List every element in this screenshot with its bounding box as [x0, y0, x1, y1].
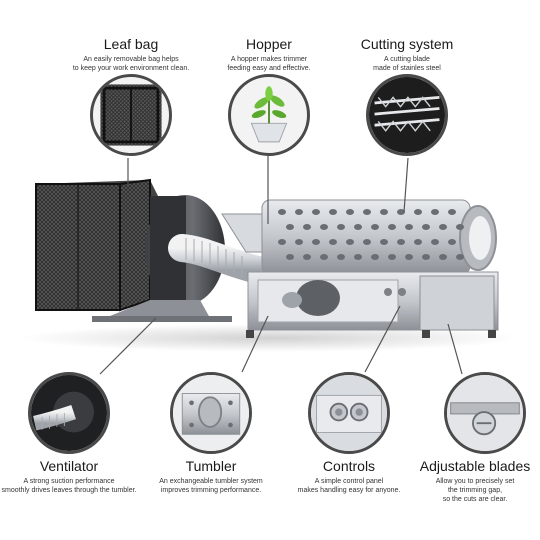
tumbler-hole: [371, 254, 379, 260]
tumbler-hole: [439, 254, 447, 260]
tumbler-hole: [337, 224, 345, 230]
tumbler-hole: [448, 239, 456, 245]
tumbler-hole: [456, 254, 464, 260]
tumbler-hole: [380, 209, 388, 215]
cutting-system-title: Cutting system: [360, 36, 454, 52]
base-frame: [246, 271, 499, 338]
cutting-system-desc-line-1: A cutting blade: [384, 56, 430, 63]
tumbler-hole: [295, 239, 303, 245]
adjustable-blades-callout: Adjustable blades Allow you to precisely…: [410, 458, 540, 504]
cutting-system-desc-line-2: made of stainles steel: [373, 65, 441, 72]
tumbler-hole: [286, 224, 294, 230]
leaf-bag-desc-line-2: to keep your work environment clean.: [72, 65, 190, 72]
ventilator-desc-line-2: smoothly drives leaves through the tumbl…: [1, 487, 137, 494]
tumbler-hole: [405, 254, 413, 260]
tumbler-hole: [397, 239, 405, 245]
tumbler-desc-line-2: improves trimming performance.: [160, 487, 262, 494]
tumbler-drum-icon: [170, 372, 252, 454]
tumbler-hole: [329, 209, 337, 215]
hopper-desc-line-2: feeding easy and effective.: [227, 65, 311, 72]
tumbler-hole: [431, 239, 439, 245]
controls-desc-line-2: makes handling easy for anyone.: [297, 487, 401, 494]
tumbler-hole: [456, 224, 464, 230]
tumbler-hole: [448, 209, 456, 215]
tumbler-hole: [329, 239, 337, 245]
leaf-bag-part: [35, 178, 158, 312]
tumbler-hole: [286, 254, 294, 260]
tumbler-hole: [439, 224, 447, 230]
tumbler-desc-line-1: An exchangeable tumbler system: [159, 478, 263, 485]
controls-title: Controls: [322, 458, 376, 474]
tumbler-hole: [346, 209, 354, 215]
tumbler-hole: [354, 224, 362, 230]
cutting-system-callout: Cutting system A cutting blade made of s…: [332, 36, 482, 73]
tumbler-hole: [320, 254, 328, 260]
tumbler-callout: Tumbler An exchangeable tumbler system i…: [136, 458, 286, 495]
hopper-with-plant-icon: [228, 74, 310, 156]
cutting-blade-icon: [366, 74, 448, 156]
tumbler-drum-part: [261, 199, 497, 275]
tumbler-hole: [303, 224, 311, 230]
tumbler-hole: [278, 239, 286, 245]
controls-desc-line-1: A simple control panel: [314, 478, 384, 485]
leaf-bag-desc-line-1: An easily removable bag helps: [83, 56, 179, 63]
adjustable-blades-desc-line-3: so the cuts are clear.: [442, 496, 508, 503]
ventilator-hose-icon: [28, 372, 110, 454]
tumbler-title: Tumbler: [185, 458, 237, 474]
tumbler-hole: [320, 224, 328, 230]
adjustable-blade-screw-icon: [444, 372, 526, 454]
tumbler-hole: [388, 254, 396, 260]
tumbler-hole: [422, 254, 430, 260]
controls-callout: Controls A simple control panel makes ha…: [274, 458, 424, 495]
suction-hose: [168, 234, 272, 284]
tumbler-hole: [363, 239, 371, 245]
adjustable-blades-desc-line-1: Allow you to precisely set: [435, 478, 515, 485]
tumbler-hole: [422, 224, 430, 230]
tumbler-hole: [346, 239, 354, 245]
tumbler-hole: [414, 239, 422, 245]
control-knobs-icon: [308, 372, 390, 454]
leaf-bag-callout: Leaf bag An easily removable bag helps t…: [56, 36, 206, 73]
ventilator-callout: Ventilator A strong suction performance …: [0, 458, 144, 495]
tumbler-hole: [295, 209, 303, 215]
ventilator-title: Ventilator: [39, 458, 99, 474]
leaf-bag-icon: [90, 74, 172, 156]
tumbler-hole: [397, 209, 405, 215]
tumbler-hole: [371, 224, 379, 230]
tumbler-hole: [312, 239, 320, 245]
tumbler-hole: [431, 209, 439, 215]
adjustable-blades-desc-line-2: the trimming gap,: [447, 487, 503, 494]
tumbler-hole: [363, 209, 371, 215]
tumbler-hole: [414, 209, 422, 215]
tumbler-hole: [303, 254, 311, 260]
tumbler-hole: [405, 224, 413, 230]
leaf-bag-title: Leaf bag: [103, 36, 159, 52]
tumbler-hole: [388, 224, 396, 230]
tumbler-hole: [354, 254, 362, 260]
hopper-title: Hopper: [246, 36, 292, 52]
hopper-desc-line-1: A hopper makes trimmer: [230, 56, 308, 63]
tumbler-hole: [312, 209, 320, 215]
hopper-callout: Hopper A hopper makes trimmer feeding ea…: [194, 36, 344, 73]
adjustable-blades-title: Adjustable blades: [419, 458, 531, 474]
tumbler-hole: [337, 254, 345, 260]
tumbler-hole: [278, 209, 286, 215]
ventilator-desc-line-1: A strong suction performance: [23, 478, 115, 485]
tumbler-hole: [380, 239, 388, 245]
